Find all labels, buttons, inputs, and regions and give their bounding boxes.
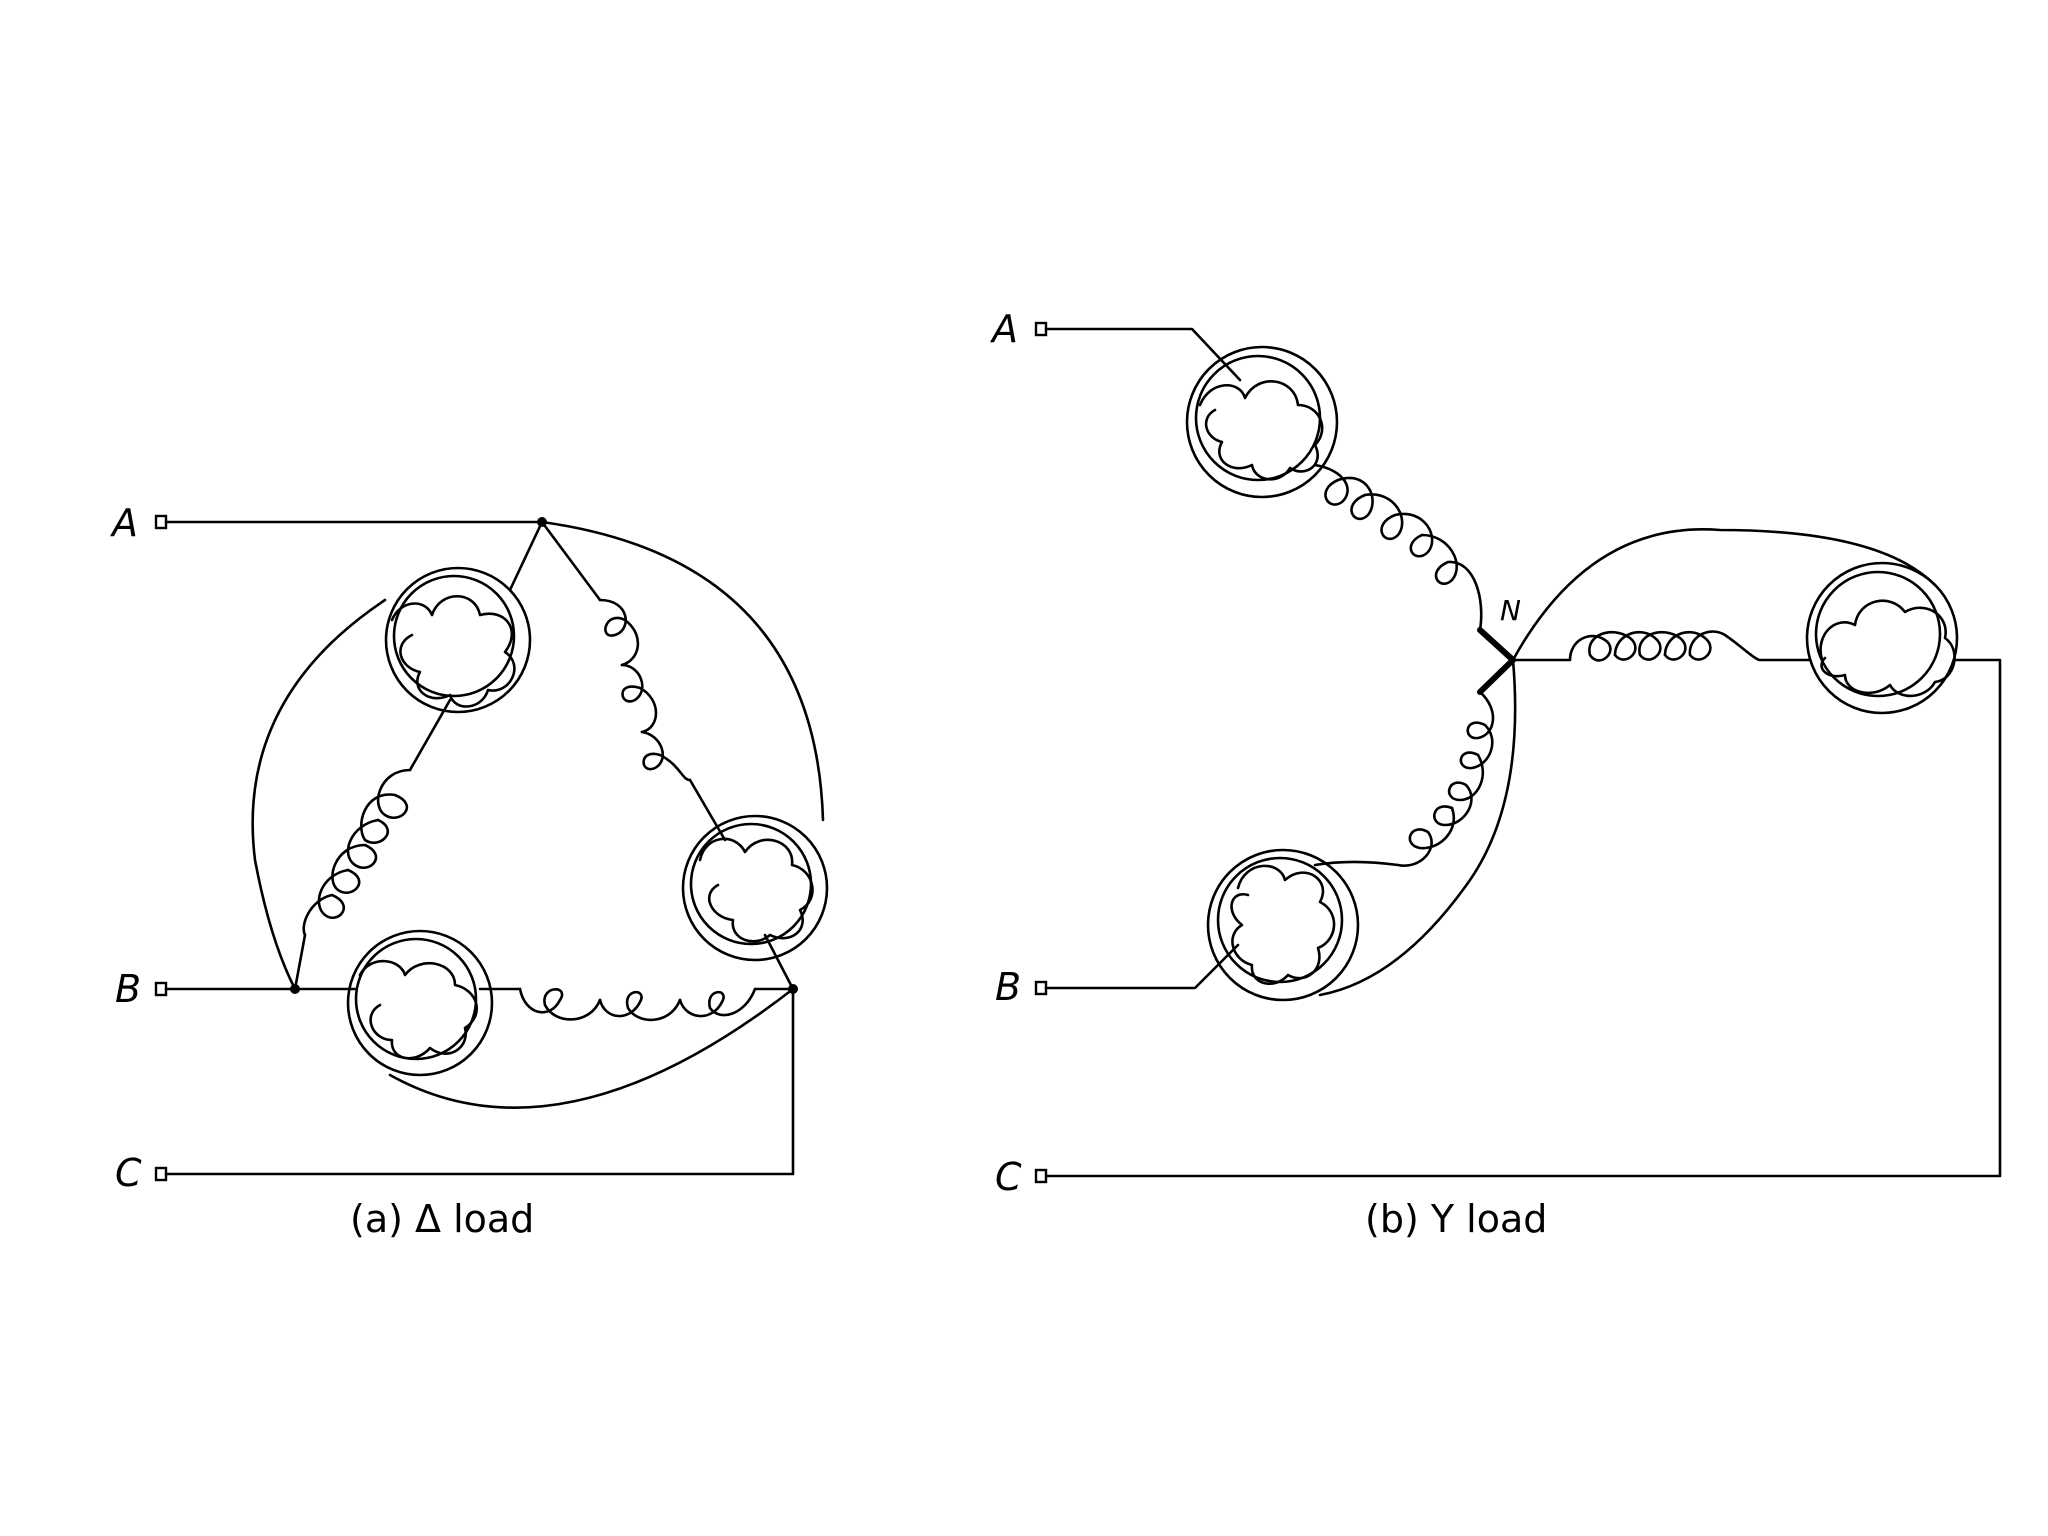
wye-line-c-wire xyxy=(1044,658,2002,1178)
delta-motor-3 xyxy=(346,929,494,1077)
delta-coil-bc xyxy=(518,987,757,1022)
wye-terminal-c xyxy=(1034,1168,1048,1184)
delta-node-b xyxy=(290,984,300,994)
delta-coil-ab xyxy=(302,768,412,937)
wye-terminal-a-label: A xyxy=(989,307,1018,351)
delta-node-a xyxy=(537,517,547,527)
delta-wire-motor2-c xyxy=(763,933,795,991)
delta-motor-1 xyxy=(384,566,532,714)
delta-terminal-c-label: C xyxy=(115,1151,142,1195)
wye-coil-nc xyxy=(1511,630,1812,662)
wye-line-a-wire xyxy=(1044,327,1242,382)
wye-outer-wire-bottom xyxy=(1318,658,1517,997)
wye-outer-wire-top xyxy=(1511,528,1937,662)
delta-wire-a-motor1 xyxy=(508,520,544,592)
delta-outer-wire-right xyxy=(540,520,825,822)
wye-coil-an xyxy=(1313,463,1483,632)
delta-terminal-a xyxy=(154,514,168,530)
delta-outer-wire-left xyxy=(251,598,387,991)
wye-terminal-b xyxy=(1034,980,1048,996)
delta-coil-ac xyxy=(598,598,692,782)
delta-terminal-a-label: A xyxy=(109,501,138,545)
wye-caption: (b) Y load xyxy=(1365,1197,1547,1241)
wye-motor-c xyxy=(1805,561,1959,715)
wye-load-diagram: A B C N xyxy=(989,307,2002,1241)
delta-wire-a-coil xyxy=(540,520,602,602)
wye-terminal-b-label: B xyxy=(995,965,1021,1009)
wye-terminal-c-label: C xyxy=(995,1155,1022,1199)
delta-terminal-b-label: B xyxy=(115,967,141,1011)
wye-neutral-label: N xyxy=(1500,594,1521,627)
delta-line-c-wire xyxy=(164,987,795,1176)
delta-caption: (a) Δ load xyxy=(350,1197,534,1241)
delta-outer-wire-bottom xyxy=(388,987,795,1109)
wye-line-b-wire xyxy=(1044,943,1240,990)
wye-coil-bn xyxy=(1313,690,1495,868)
delta-wire-coil-b xyxy=(293,933,307,991)
delta-node-c xyxy=(788,984,798,994)
delta-terminal-b xyxy=(154,981,168,997)
delta-motor-2 xyxy=(681,814,829,962)
wye-terminal-a xyxy=(1034,321,1048,337)
delta-terminal-c xyxy=(154,1166,168,1182)
wye-motor-a xyxy=(1185,345,1339,499)
delta-wire-coil-motor2 xyxy=(688,778,727,842)
wye-motor-b xyxy=(1206,848,1360,1002)
delta-load-diagram: A B C xyxy=(109,501,829,1241)
wye-neutral-node xyxy=(1477,627,1518,695)
